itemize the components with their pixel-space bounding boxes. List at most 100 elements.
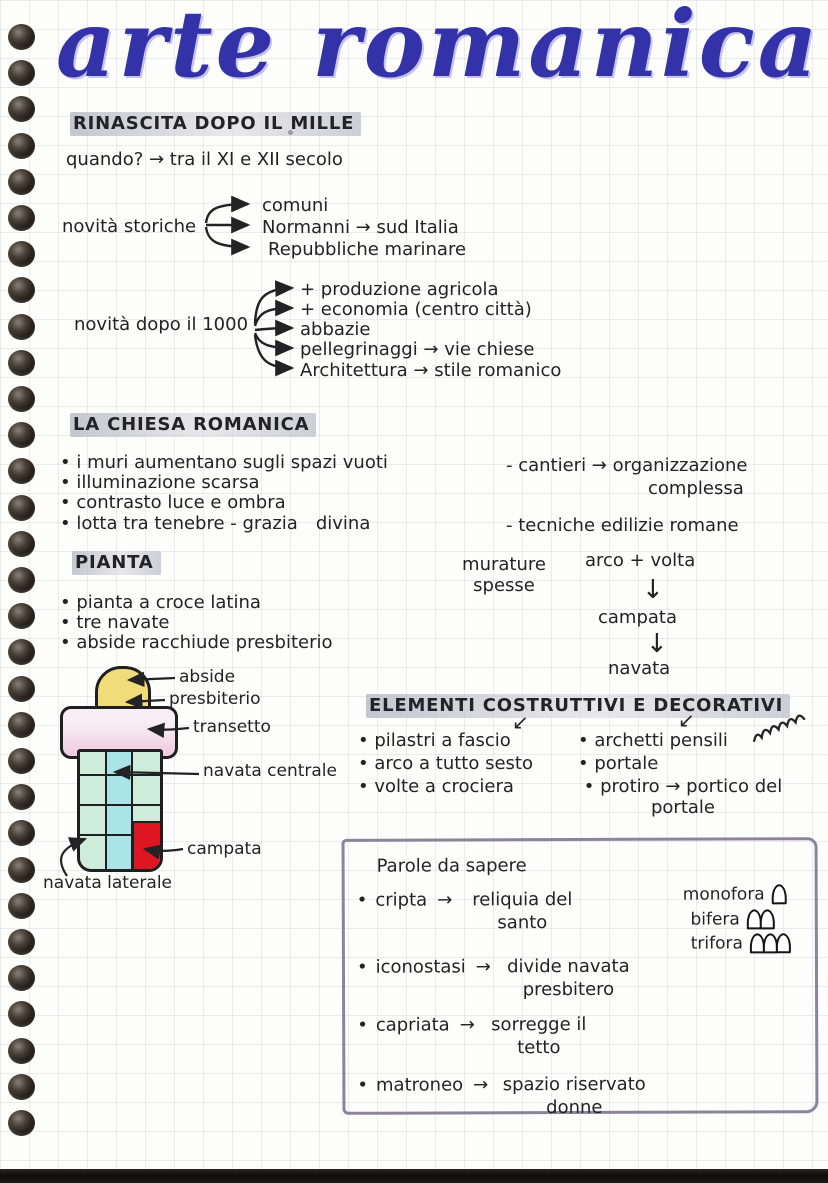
plan-label-campata: campata: [187, 839, 262, 859]
window-type-row: monofora: [637, 884, 787, 905]
dopo1000-item: + economia (centro città): [300, 299, 532, 320]
parole-term: iconostasi: [375, 956, 466, 978]
parole-def: reliquia del santo: [472, 889, 573, 933]
heading-pianta: PIANTA: [72, 551, 161, 575]
pianta-bullet: tre navate: [60, 612, 169, 633]
binding-hole: [8, 386, 35, 412]
binding-hole: [8, 675, 35, 702]
window-label: trifora: [690, 933, 743, 954]
binding-hole: [8, 820, 35, 847]
flow-arco-volta: arco + volta: [585, 550, 696, 571]
elementi-left-item: arco a tutto sesto: [358, 753, 533, 774]
bullet-dot: •: [357, 1074, 369, 1096]
binding-holes: [0, 0, 40, 1183]
parole-term: cripta: [375, 889, 428, 911]
bullet-dot: •: [356, 889, 368, 911]
pianta-bullet: pianta a croce latina: [60, 592, 261, 613]
arch-glyph: [775, 933, 791, 954]
desk-edge: [0, 1169, 828, 1183]
window-type-row: trifora: [641, 933, 791, 954]
binding-hole: [8, 422, 35, 449]
pianta-bullet: abside racchiude presbiterio: [60, 632, 332, 653]
binding-hole: [8, 60, 35, 87]
chiesa-bullet: lotta tra tenebre - grazia divina: [60, 513, 370, 534]
monofora-icon: [771, 884, 787, 905]
binding-hole: [8, 24, 35, 50]
dopo1000-item: Architettura → stile romanico: [300, 360, 562, 381]
parole-item: • capriata → sorregge il tetto: [357, 1014, 593, 1060]
binding-hole: [8, 965, 35, 992]
right-arrow-icon: →: [437, 889, 453, 911]
elementi-left-item: volte a crociera: [358, 776, 514, 797]
binding-hole: [8, 929, 35, 955]
plan-label-navata-centrale: navata centrale: [203, 761, 337, 781]
corner-arrow-icon: ↙: [678, 708, 695, 732]
elementi-right-item: portale: [578, 753, 658, 774]
dopo1000-item: pellegrinaggi → vie chiese: [300, 339, 535, 360]
binding-hole: [8, 349, 35, 376]
plan-grid-line: [131, 752, 133, 869]
novita-dopo1000-arrows: [253, 280, 295, 377]
plan-label-presbiterio: presbiterio: [169, 689, 261, 709]
binding-hole: [8, 277, 35, 304]
parole-def: divide navata presbitero: [507, 955, 630, 1000]
window-type-row: bifera: [625, 909, 775, 930]
bifera-icon: [746, 909, 775, 930]
parole-box: Parole da sapere • cripta → reliquia del…: [341, 837, 819, 1118]
elementi-right-item: protiro → portico del portale: [578, 776, 788, 818]
binding-hole: [8, 1001, 35, 1028]
parole-term: matroneo: [375, 1074, 464, 1096]
binding-hole: [8, 711, 35, 738]
quando-line: quando? → tra il XI e XII secolo: [66, 149, 343, 170]
chiesa-bullet: i muri aumentano sugli spazi vuoti: [60, 452, 388, 473]
plan-label-transetto: transetto: [193, 717, 271, 737]
church-plan-drawing: abside presbiterio transetto navata cent…: [43, 662, 365, 937]
chiesa-note: - tecniche edilizie romane: [506, 515, 739, 536]
parole-item: • matroneo → spazio riservato donne: [357, 1074, 650, 1120]
dopo1000-item: + produzione agricola: [300, 279, 499, 300]
window-label: monofora: [682, 884, 765, 905]
bullet-dot: •: [356, 956, 368, 978]
chiesa-note: complessa: [648, 478, 744, 499]
parole-def: spazio riservato donne: [502, 1073, 646, 1118]
heading-elementi: ELEMENTI COSTRUTTIVI E DECORATIVI: [366, 694, 791, 718]
plan-grid-line: [105, 752, 107, 869]
archetti-squiggle-icon: [753, 714, 806, 743]
plan-grid-line: [80, 834, 160, 836]
novita-storiche-label: novità storiche: [62, 216, 197, 237]
binding-hole: [8, 530, 35, 557]
binding-hole: [8, 784, 35, 811]
elementi-left-item: pilastri a fascio: [358, 730, 510, 751]
parole-def: sorregge il tetto: [491, 1013, 587, 1058]
right-arrow-icon: →: [475, 956, 491, 978]
arch-glyph: [759, 909, 775, 930]
plan-label-abside: abside: [179, 667, 236, 687]
down-arrow-icon: ↓: [646, 629, 668, 659]
binding-hole: [8, 458, 35, 485]
binding-hole: [8, 205, 35, 231]
chiesa-bullet: contrasto luce e ombra: [60, 492, 285, 513]
storiche-item: Repubbliche marinare: [268, 239, 467, 260]
page-title: arte romanica: [56, 0, 821, 98]
binding-hole: [8, 132, 35, 159]
binding-hole: [8, 567, 35, 593]
window-label: bifera: [690, 909, 740, 930]
bullet-dot: •: [357, 1014, 368, 1036]
storiche-item: Normanni → sud Italia: [262, 217, 459, 238]
binding-hole: [8, 856, 35, 883]
novita-dopo1000-label: novità dopo il 1000: [74, 314, 249, 335]
storiche-item: comuni: [262, 195, 329, 216]
chiesa-bullet: illuminazione scarsa: [60, 472, 259, 493]
corner-arrow-icon: ↙: [512, 710, 529, 734]
trifora-icon: [749, 933, 791, 954]
binding-hole: [8, 168, 35, 195]
flow-campata: campata: [598, 607, 678, 628]
parole-item: • iconostasi → divide navata presbitero: [357, 956, 636, 1002]
arch-glyph: [771, 884, 787, 905]
binding-hole: [8, 1073, 35, 1100]
binding-hole: [8, 748, 35, 774]
binding-hole: [8, 313, 35, 340]
plan-label-arrows: [59, 671, 200, 877]
binding-hole: [8, 639, 35, 666]
